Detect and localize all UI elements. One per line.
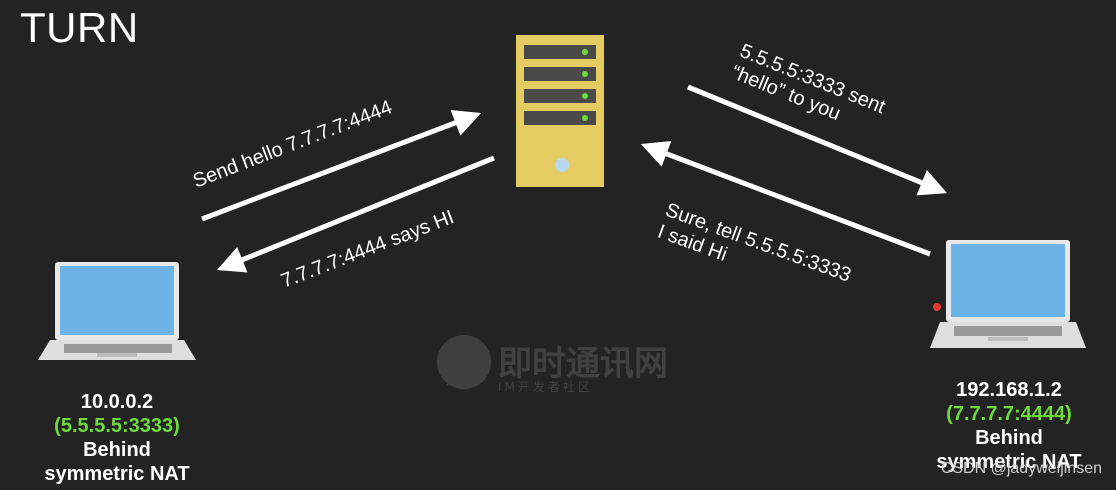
right-node-ip: 192.168.1.2: [956, 379, 1062, 401]
watermark-text: 即时通讯网: [498, 344, 668, 384]
left-node-ip: 10.0.0.2: [80, 391, 154, 413]
left-node-caption: 10.0.0.2 (5.5.5.5:3333) Behind symmetric…: [14, 390, 220, 486]
arrow-left-to-server: [201, 109, 482, 222]
left-node-public-address: (5.5.5.5:3333): [54, 415, 180, 437]
left-node-nat: symmetric NAT: [44, 463, 190, 485]
left-node-behind: Behind: [83, 439, 151, 461]
watermark: 即时通讯网 IM开发者社区: [436, 334, 668, 395]
arrow-server-to-right: [687, 84, 948, 196]
laptop-icon: [38, 262, 196, 360]
csdn-credit: CSDN @jadyweijinsen: [940, 460, 1102, 477]
watermark-subtext: IM开发者社区: [498, 380, 593, 394]
right-node-nat: symmetric NAT: [936, 451, 1082, 473]
server-icon: [516, 35, 604, 187]
arrow-right-to-server: [640, 140, 931, 257]
right-node-caption: 192.168.1.2 (7.7.7.7:4444) Behind symmet…: [906, 378, 1112, 474]
right-node-behind: Behind: [975, 427, 1043, 449]
diagram-title: TURN: [20, 4, 139, 51]
laptop-icon: [930, 240, 1086, 348]
arrow-server-to-left: [216, 155, 495, 273]
right-node-public-address: (7.7.7.7:4444): [946, 403, 1072, 425]
chat-bubble-icon: [437, 335, 491, 389]
